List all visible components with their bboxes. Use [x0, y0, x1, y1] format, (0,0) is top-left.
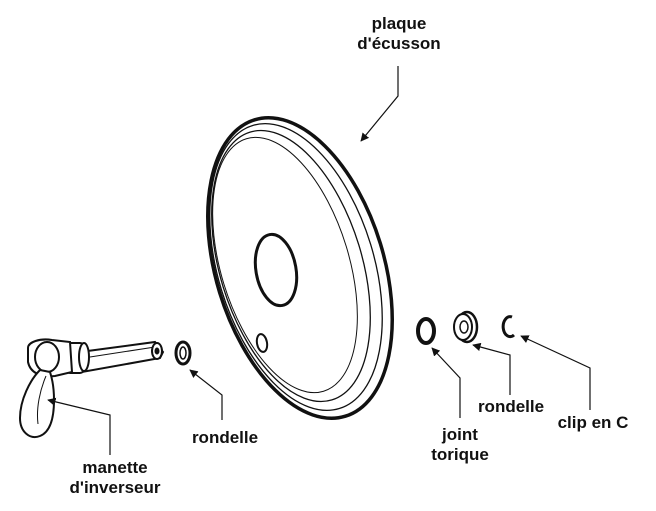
- leader-o-ring: [431, 347, 461, 418]
- label-washer-right-text: rondelle: [477, 397, 545, 416]
- leader-c-clip: [520, 335, 591, 410]
- washer-left: [174, 340, 192, 366]
- washer-right: [453, 310, 479, 344]
- leader-washer-left: [189, 369, 223, 420]
- label-c-clip: clip en C: [546, 413, 640, 433]
- c-clip: [501, 315, 516, 339]
- o-ring: [416, 317, 436, 345]
- label-c-clip-text: clip en C: [557, 413, 629, 432]
- escutcheon-plate: [206, 116, 394, 420]
- label-o-ring: joint torique: [425, 425, 495, 465]
- label-o-ring-line1: joint: [442, 425, 478, 444]
- label-diverter-handle: manette d'inverseur: [60, 458, 170, 498]
- escutcheon-center-hole: [253, 232, 299, 308]
- label-o-ring-line2: torique: [431, 445, 489, 464]
- label-washer-left-text: rondelle: [191, 428, 259, 447]
- label-handle-line2: d'inverseur: [69, 478, 161, 497]
- leader-washer-right: [472, 342, 511, 395]
- leader-handle: [47, 397, 111, 455]
- label-escutcheon-line2: d'écusson: [357, 34, 441, 53]
- label-washer-left: rondelle: [180, 428, 270, 448]
- label-escutcheon-plate: plaque d'écusson: [344, 14, 454, 54]
- leader-escutcheon: [360, 66, 399, 142]
- label-escutcheon-line1: plaque: [371, 14, 427, 33]
- escutcheon-small-hole: [255, 333, 269, 353]
- diverter-handle: [18, 338, 165, 438]
- label-handle-line1: manette: [82, 458, 148, 477]
- label-washer-right: rondelle: [466, 397, 556, 417]
